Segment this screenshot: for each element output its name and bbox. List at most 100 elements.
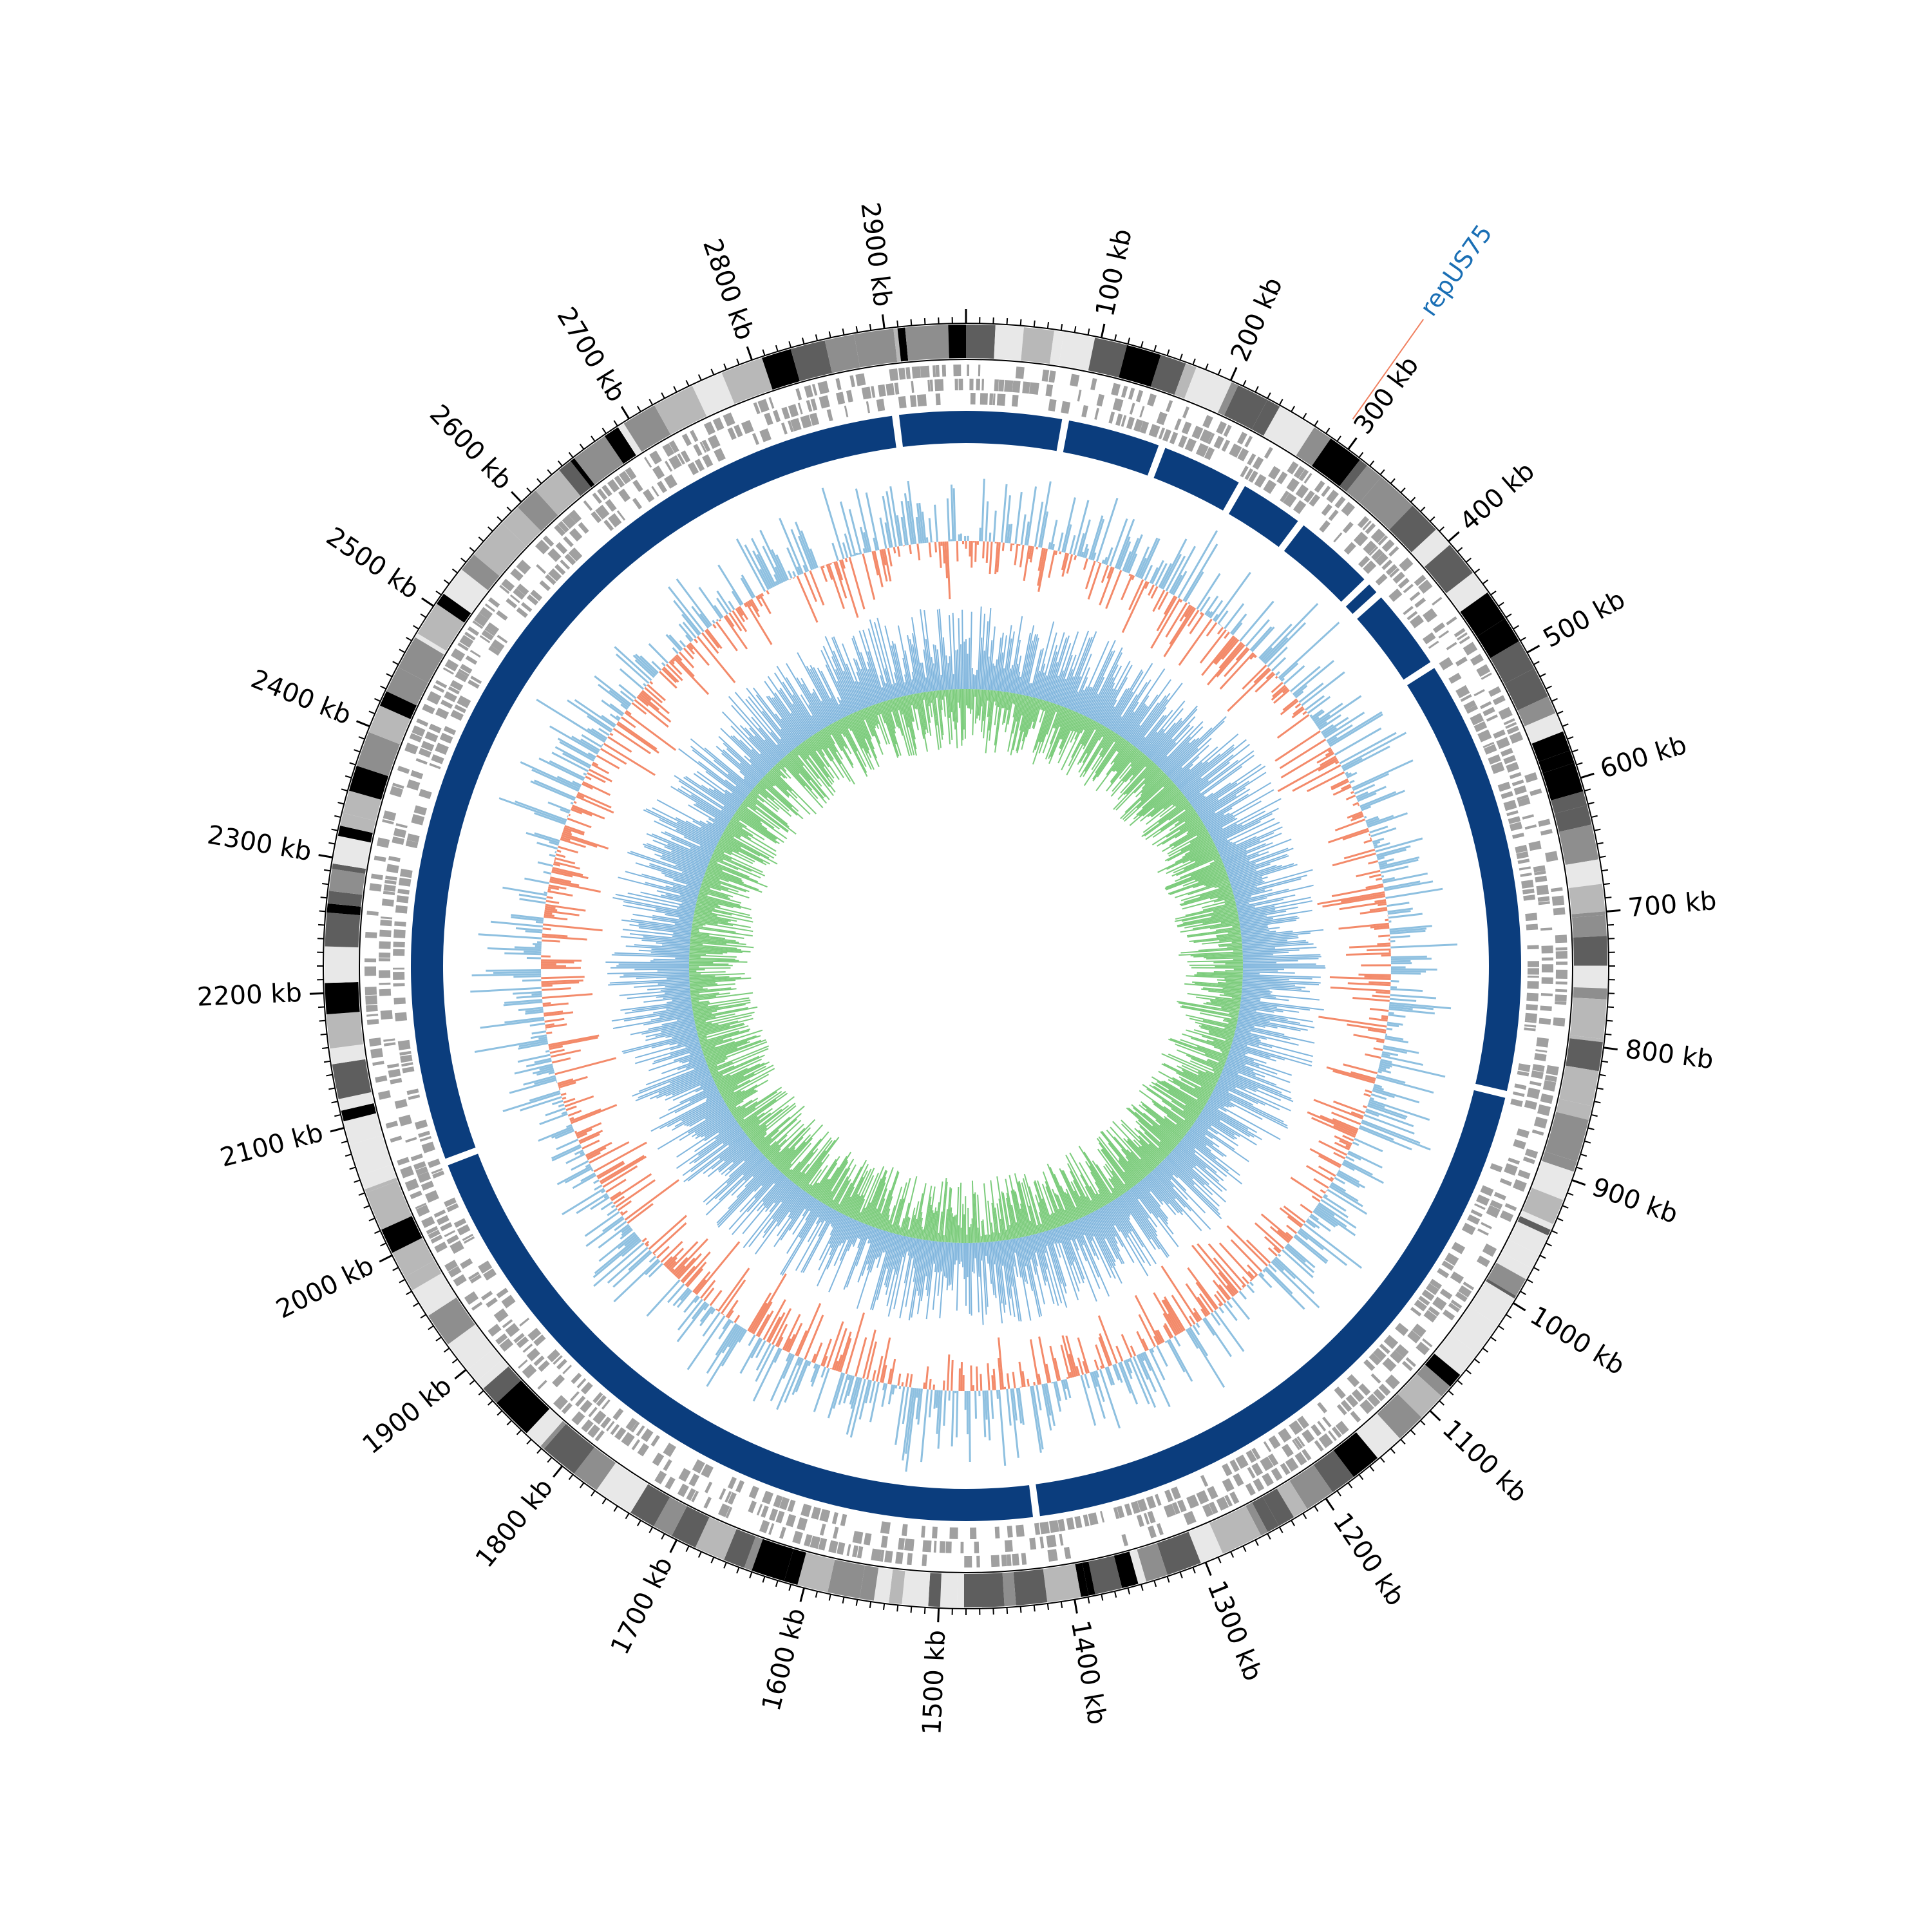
feature-block [1121, 385, 1128, 398]
outer-segment [1209, 1506, 1262, 1554]
minor-tick [1419, 506, 1426, 513]
skew-bar [1370, 1093, 1387, 1101]
feature-block [1446, 616, 1457, 625]
skew-bar [581, 734, 603, 748]
skew-bar [1282, 1249, 1314, 1278]
skew-bar [645, 1243, 649, 1247]
skew-bar [640, 691, 652, 701]
feature-block [1130, 1501, 1141, 1514]
feature-block [1359, 1399, 1374, 1414]
skew-bar [689, 642, 710, 667]
feature-block [1128, 388, 1135, 400]
feature-block [1476, 1194, 1490, 1206]
skew-bar [1221, 639, 1240, 660]
feature-block [1541, 977, 1553, 985]
feature-block [1177, 1499, 1187, 1513]
feature-block [484, 603, 496, 612]
skew-bar [1378, 1066, 1387, 1070]
feature-block [428, 723, 442, 734]
skew-bar [576, 795, 614, 814]
feature-block [1537, 896, 1550, 902]
feature-block [421, 1180, 435, 1191]
feature-block [379, 958, 391, 961]
feature-block [826, 409, 833, 422]
skew-bar [1172, 571, 1188, 596]
minor-tick [399, 649, 406, 654]
feature-block [1528, 840, 1542, 851]
minor-tick [1006, 317, 1009, 325]
minor-tick [392, 661, 399, 665]
feature-block [1083, 1514, 1090, 1527]
feature-block [1295, 484, 1309, 498]
minor-tick [1217, 368, 1222, 375]
minor-tick [368, 1217, 375, 1222]
skew-bar [548, 884, 567, 890]
gc-inner-bar [690, 987, 703, 990]
feature-block [967, 365, 970, 377]
feature-block [1074, 1515, 1083, 1529]
feature-block [1512, 1091, 1525, 1097]
feature-block [657, 480, 668, 493]
skew-bar [774, 566, 784, 583]
skew-bar [1254, 1274, 1257, 1278]
skew-bar [609, 1191, 621, 1200]
skew-bar [1095, 1370, 1100, 1378]
feature-block [1421, 1289, 1435, 1302]
minor-tick [1601, 869, 1609, 872]
skew-bar [1353, 1034, 1385, 1041]
skew-bar [866, 1341, 877, 1380]
outer-segment [957, 1573, 964, 1607]
skew-bar [847, 1374, 851, 1381]
feature-block [1382, 1358, 1397, 1372]
outer-segment [1313, 1450, 1354, 1493]
skew-bar [549, 1048, 565, 1054]
feature-block [416, 718, 429, 727]
feature-block [643, 489, 655, 502]
skew-bar [706, 1324, 739, 1374]
skew-bar [515, 800, 567, 822]
feature-block [1522, 888, 1535, 895]
major-tick [1074, 1599, 1078, 1614]
minor-tick [319, 910, 326, 913]
skew-bar [1342, 829, 1370, 841]
feature-block [384, 1042, 396, 1046]
skew-bar [609, 690, 630, 707]
skew-bar [1128, 1358, 1150, 1405]
skew-bar [1179, 599, 1183, 603]
outer-segment [341, 1103, 377, 1122]
skew-bar [541, 979, 583, 983]
feature-block [1477, 729, 1492, 743]
feature-block [1527, 968, 1539, 975]
skew-bar [549, 725, 598, 755]
minor-tick [1490, 1336, 1497, 1341]
feature-block [1162, 429, 1171, 442]
feature-block [379, 982, 391, 985]
feature-block [424, 731, 439, 743]
skew-bar [1330, 986, 1390, 992]
skew-bar [1347, 1152, 1361, 1161]
skew-bar [1378, 1070, 1382, 1074]
minor-tick [636, 1520, 641, 1526]
minor-tick [1584, 1140, 1591, 1144]
skew-bar [827, 1372, 844, 1419]
feature-block [1147, 393, 1157, 407]
minor-tick [842, 328, 845, 336]
skew-bar [1360, 790, 1405, 810]
skew-bar [1164, 1323, 1174, 1338]
feature-block [393, 828, 407, 838]
outer-segment [366, 1180, 412, 1230]
skew-bar [554, 857, 576, 865]
feature-block [463, 1236, 475, 1244]
minor-tick [1410, 1429, 1416, 1435]
feature-block [804, 384, 813, 398]
skew-bar [670, 659, 675, 665]
feature-block [1517, 1170, 1531, 1180]
skew-bar [1163, 595, 1176, 615]
skew-bar [1282, 687, 1289, 694]
minor-tick [317, 1006, 325, 1009]
skew-bar [1115, 1345, 1124, 1362]
feature-block [446, 1235, 459, 1245]
feature-block [379, 941, 391, 949]
feature-block [688, 1473, 700, 1487]
skew-bar [1369, 826, 1388, 834]
